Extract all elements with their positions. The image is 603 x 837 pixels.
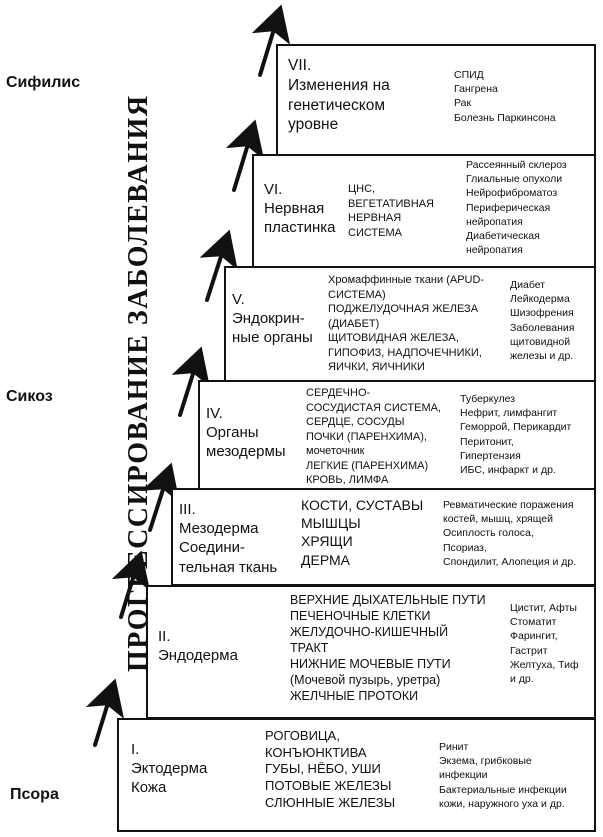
stage-7-box: VII. Изменения на генетическом уровне СП…	[276, 44, 596, 156]
arrow-to-stage-4	[141, 462, 180, 532]
stage-2-organs: ВЕРХНИЕ ДЫХАТЕЛЬНЫЕ ПУТИ ПЕЧЕНОЧНЫЕ КЛЕТ…	[290, 593, 486, 703]
stage-2-diseases: Цистит, Афты Стоматит Фарингит, Гастрит …	[510, 602, 579, 685]
stage-3-box: III. Мезодерма Соедини- тельная ткань КО…	[171, 488, 596, 586]
miasm-syphilis: Сифилис	[6, 74, 81, 91]
stage-4-organs: СЕРДЕЧНО- СОСУДИСТАЯ СИСТЕМА, СЕРДЦЕ, СО…	[306, 387, 441, 487]
stage-5-diseases: Диабет Лейкодерма Шизофрения Заболевания…	[510, 279, 575, 362]
stage-4-box: IV. Органы мезодермы СЕРДЕЧНО- СОСУДИСТА…	[198, 380, 596, 490]
stage-7-diseases: СПИД Гангрена Рак Болезнь Паркинсона	[454, 69, 556, 124]
arrow-to-stage-3	[111, 550, 151, 619]
stage-3-organs: КОСТИ, СУСТАВЫ МЫШЦЫ ХРЯЩИ ДЕРМА	[301, 497, 424, 568]
stage-3-diseases: Ревматические поражения костей, мышц, хр…	[443, 499, 577, 568]
stage-1-label: I. Эктодерма Кожа	[131, 741, 208, 797]
stage-5-label: V. Эндокрин- ные органы	[232, 291, 313, 347]
arrow-to-stage-6	[199, 229, 238, 302]
arrow-to-stage-7	[225, 119, 265, 192]
stage-1-organs: РОГОВИЦА, КОНЪЮНКТИВА ГУБЫ, НЁБО, УШИ ПО…	[265, 728, 396, 810]
stage-6-diseases: Рассеянный склероз Глиальные опухоли Ней…	[466, 159, 567, 257]
stage-3-label: III. Мезодерма Соедини- тельная ткань	[179, 501, 278, 576]
stage-5-box: V. Эндокрин- ные органы Хромаффинные тка…	[224, 266, 596, 382]
miasm-sycosis: Сикоз	[6, 388, 53, 405]
miasm-psora: Псора	[10, 786, 59, 803]
stage-4-diseases: Туберкулез Нефрит, лимфангит Геморрой, П…	[460, 393, 572, 476]
stage-6-organs: ЦНС, ВЕГЕТАТИВНАЯ НЕРВНАЯ СИСТЕМА	[348, 183, 434, 239]
stage-2-label: II. Эндодерма	[158, 628, 238, 665]
stage-5-organs: Хромаффинные ткани (APUD- СИСТЕМА) ПОДЖЕ…	[328, 274, 485, 374]
stage-7-label: VII. Изменения на генетическом уровне	[288, 57, 390, 134]
stage-4-label: IV. Органы мезодермы	[206, 405, 286, 461]
stage-2-box: II. Эндодерма ВЕРХНИЕ ДЫХАТЕЛЬНЫЕ ПУТИ П…	[146, 585, 596, 719]
arrow-to-stage-2	[85, 678, 125, 747]
arrow-to-stage-5	[171, 346, 210, 417]
stage-6-box: VI. Нервная пластинка ЦНС, ВЕГЕТАТИВНАЯ …	[252, 154, 596, 268]
stage-1-diseases: Ринит Экзема, грибковые инфекции Бактери…	[439, 741, 567, 810]
stage-1-box: I. Эктодерма Кожа РОГОВИЦА, КОНЪЮНКТИВА …	[117, 718, 596, 832]
arrow-top	[251, 4, 291, 77]
stage-6-label: VI. Нервная пластинка	[264, 181, 336, 237]
